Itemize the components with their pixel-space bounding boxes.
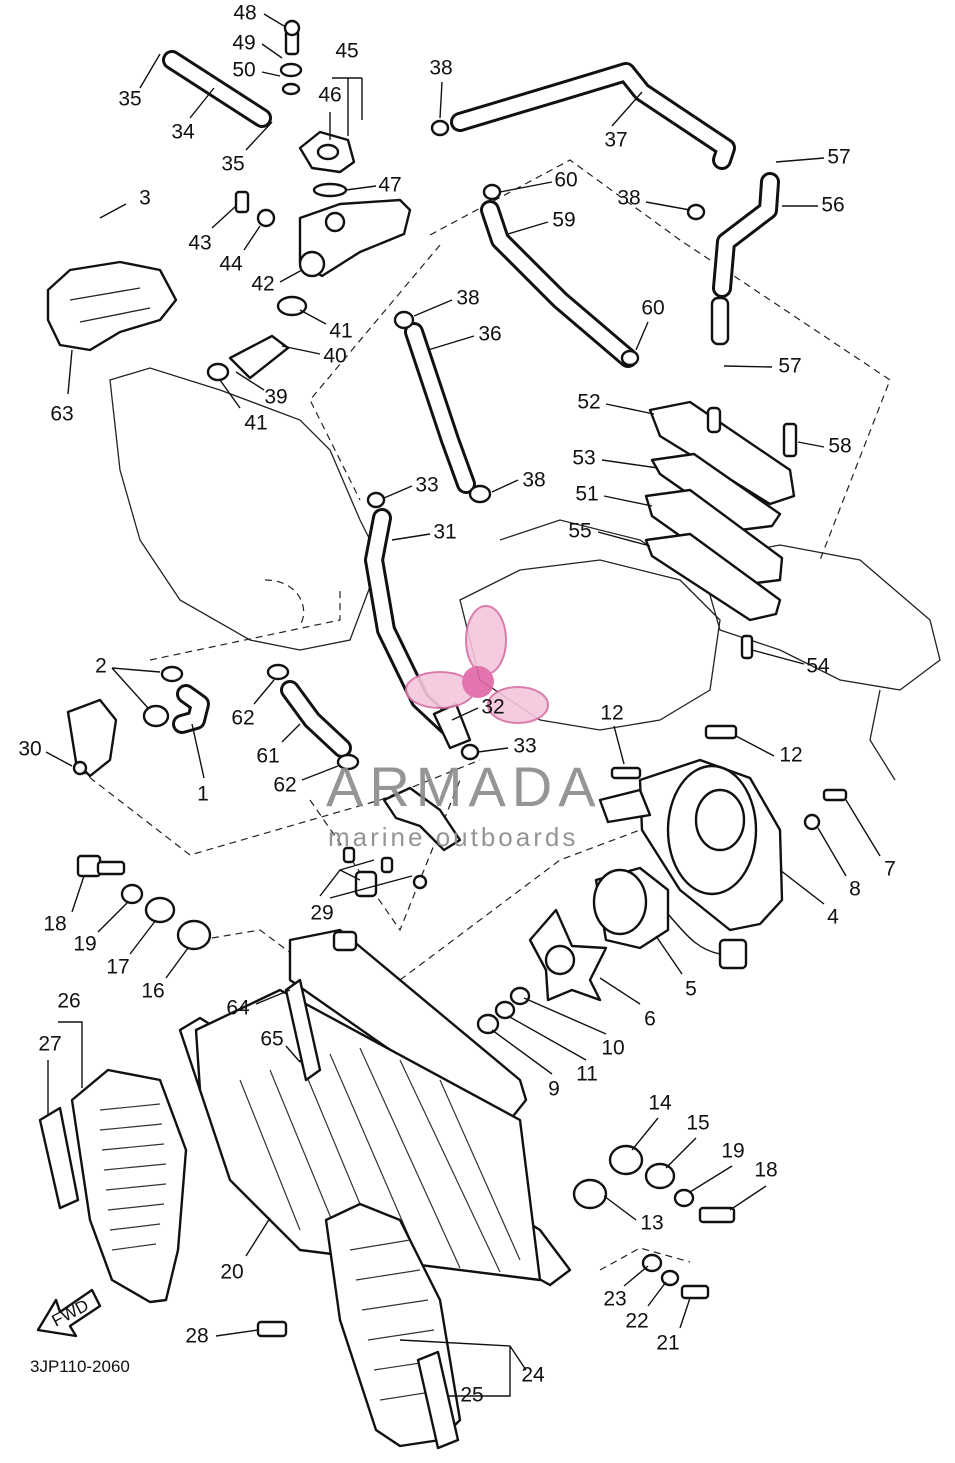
callout-38: 38	[617, 187, 640, 210]
callout-4: 4	[827, 906, 839, 929]
lower-pipes	[66, 119, 706, 898]
hoses	[162, 50, 780, 758]
callout-40: 40	[323, 345, 346, 368]
fan-assembly	[476, 724, 848, 1035]
callout-33: 33	[513, 735, 536, 758]
callout-28: 28	[185, 1325, 208, 1348]
callout-41: 41	[329, 320, 352, 343]
callout-22: 22	[625, 1310, 648, 1333]
callout-labels: 4849504546353435473434442414039416338376…	[18, 2, 896, 1407]
forward-direction-arrow: FWD	[36, 1288, 102, 1338]
radiator-mounts-right	[256, 1144, 736, 1338]
callout-56: 56	[821, 194, 844, 217]
callout-6: 6	[644, 1008, 656, 1031]
callout-18: 18	[754, 1159, 777, 1182]
callout-60: 60	[641, 297, 664, 320]
watermark: ARMADA marine outboards	[326, 605, 602, 852]
callout-2: 2	[95, 655, 107, 678]
callout-48: 48	[233, 2, 256, 25]
callout-16: 16	[141, 980, 164, 1003]
side-cover	[46, 260, 178, 352]
callout-34: 34	[171, 121, 195, 144]
callout-51: 51	[575, 483, 598, 506]
callout-11: 11	[576, 1063, 598, 1086]
diagram-code: 3JP110-2060	[30, 1357, 130, 1376]
radiator-front-cover	[324, 1202, 462, 1450]
callout-38: 38	[456, 287, 479, 310]
callout-47: 47	[378, 174, 401, 197]
callout-12: 12	[779, 744, 802, 767]
engine-ghost-outline	[79, 159, 941, 1271]
callout-55: 55	[568, 520, 591, 543]
callout-29: 29	[310, 902, 333, 925]
callout-23: 23	[603, 1288, 626, 1311]
leader-lines	[45, 13, 881, 1397]
watermark-brand: ARMADA	[326, 755, 602, 818]
callout-19: 19	[721, 1140, 744, 1163]
callout-20: 20	[220, 1261, 243, 1284]
radiator-mounts-left	[76, 854, 212, 951]
callout-24: 24	[521, 1364, 545, 1387]
callout-33: 33	[415, 474, 438, 497]
callout-31: 31	[433, 521, 456, 544]
callout-26: 26	[57, 990, 80, 1013]
callout-7: 7	[884, 858, 896, 881]
callout-12: 12	[600, 702, 623, 725]
callout-45: 45	[335, 40, 358, 63]
thermostat-housing	[206, 19, 412, 382]
callout-50: 50	[232, 59, 255, 82]
callout-25: 25	[460, 1384, 483, 1407]
callout-41: 41	[244, 412, 267, 435]
watermark-tagline: marine outboards	[328, 822, 578, 852]
callout-5: 5	[685, 978, 697, 1001]
radiator	[178, 928, 572, 1287]
radiator-side-cover-left	[38, 1068, 188, 1304]
callout-1: 1	[197, 783, 209, 806]
callout-38: 38	[429, 57, 452, 80]
callout-64: 64	[226, 997, 250, 1020]
callout-18: 18	[43, 913, 66, 936]
callout-3: 3	[139, 187, 151, 210]
callout-27: 27	[38, 1033, 61, 1056]
callout-44: 44	[219, 253, 243, 276]
cylinder-water-jacket-cover	[644, 400, 798, 660]
callout-49: 49	[232, 32, 255, 55]
callout-39: 39	[264, 386, 287, 409]
callout-35: 35	[118, 88, 141, 111]
callout-52: 52	[577, 391, 600, 414]
callout-61: 61	[256, 745, 279, 768]
callout-57: 57	[827, 146, 850, 169]
callout-13: 13	[640, 1212, 663, 1235]
callout-43: 43	[188, 232, 211, 255]
callout-35: 35	[221, 153, 244, 176]
callout-38: 38	[522, 469, 545, 492]
callout-21: 21	[656, 1332, 679, 1355]
callout-62: 62	[273, 774, 296, 797]
callout-63: 63	[50, 403, 73, 426]
callout-65: 65	[260, 1028, 283, 1051]
callout-59: 59	[552, 209, 575, 232]
callout-60: 60	[554, 169, 577, 192]
callout-62: 62	[231, 707, 254, 730]
callout-37: 37	[604, 129, 627, 152]
callout-54: 54	[806, 655, 830, 678]
callout-8: 8	[849, 878, 861, 901]
propeller-logo-icon	[405, 605, 549, 724]
callout-53: 53	[572, 447, 595, 470]
callout-46: 46	[318, 84, 341, 107]
callout-36: 36	[478, 323, 501, 346]
callout-10: 10	[601, 1037, 624, 1060]
callout-9: 9	[548, 1078, 560, 1101]
callout-15: 15	[686, 1112, 709, 1135]
callout-32: 32	[481, 696, 504, 719]
callout-14: 14	[648, 1092, 672, 1115]
callout-17: 17	[106, 956, 129, 979]
callout-57: 57	[778, 355, 801, 378]
callout-30: 30	[18, 738, 41, 761]
callout-42: 42	[251, 273, 274, 296]
callout-58: 58	[828, 435, 851, 458]
callout-19: 19	[73, 933, 96, 956]
